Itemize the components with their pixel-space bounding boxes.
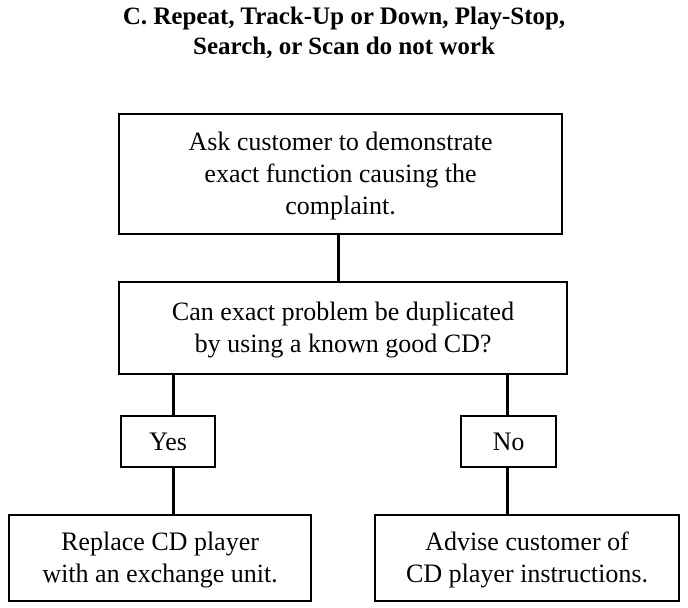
yes-branch-box: Yes [120, 415, 216, 468]
no-label: No [492, 426, 525, 456]
step-demonstrate-line-2: exact function causing the [204, 159, 477, 188]
connector-question-to-no [506, 373, 509, 417]
connector-no-to-result [506, 466, 509, 516]
diagram-title-line-2: Search, or Scan do not work [193, 33, 495, 60]
no-branch-box: No [460, 415, 557, 468]
connector-question-to-yes [172, 373, 175, 417]
replace-player-line-2: with an exchange unit. [42, 559, 278, 588]
step-demonstrate-box: Ask customer to demonstrate exact functi… [118, 113, 563, 235]
step-demonstrate-line-3: complaint. [285, 191, 396, 220]
connector-step1-to-question [337, 233, 340, 283]
advise-customer-line-1: Advise customer of [425, 527, 629, 556]
connector-yes-to-result [172, 466, 175, 516]
advise-customer-line-2: CD player instructions. [406, 559, 648, 588]
replace-player-line-1: Replace CD player [61, 527, 259, 556]
advise-customer-box: Advise customer of CD player instruction… [374, 514, 680, 602]
replace-player-box: Replace CD player with an exchange unit. [8, 514, 312, 602]
yes-label: Yes [149, 426, 187, 456]
step-demonstrate-line-1: Ask customer to demonstrate [188, 127, 493, 156]
decision-duplicate-line-1: Can exact problem be duplicated [171, 297, 515, 326]
diagram-title-line-1: C. Repeat, Track-Up or Down, Play-Stop, [122, 3, 566, 30]
decision-duplicate-line-2: by using a known good CD? [194, 329, 492, 358]
decision-duplicate-box: Can exact problem be duplicated by using… [118, 281, 568, 375]
